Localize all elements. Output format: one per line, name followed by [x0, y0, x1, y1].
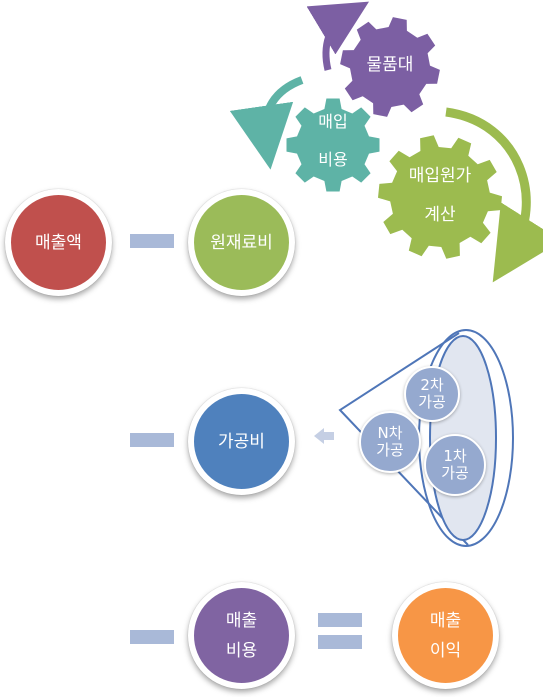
equals-operator-bottom [318, 635, 362, 649]
gear-green-shape [378, 135, 502, 259]
processing-cost-label: 가공비 [218, 431, 265, 452]
sales-circle: 매출액 [5, 189, 112, 296]
purple-cycle-arrow [306, 1, 369, 71]
sales-expense-circle: 매출 비용 [188, 582, 295, 689]
sales-profit-label-1: 매출 [429, 610, 462, 631]
teal-gear-label-2: 비용 [318, 150, 347, 169]
sales-profit-circle: 매출 이익 [392, 582, 499, 689]
purple-gear-label: 물품대 [367, 55, 414, 75]
processing-cost-circle: 가공비 [188, 388, 295, 495]
minus-operator [130, 630, 174, 644]
sales-expense-label-1: 매출 [225, 610, 258, 631]
funnel-item-1st: 1차 가공 [424, 434, 486, 496]
teal-gear-label-1: 매입 [318, 112, 347, 131]
green-gear-label-1: 매입원가 [409, 166, 472, 186]
teal-gear [286, 98, 380, 192]
sales-expense-label-2: 비용 [225, 640, 258, 661]
green-gear-label-2: 계산 [424, 205, 456, 225]
equals-operator-top [318, 613, 362, 627]
gear-teal-shape [286, 98, 380, 192]
gear-purple-shape [340, 17, 440, 117]
funnel-item-2nd: 2차 가공 [404, 366, 460, 422]
minus-operator [130, 234, 174, 248]
funnel-cone [338, 332, 469, 546]
teal-cycle-arrow [229, 76, 304, 170]
funnel-item-nth: N차 가공 [359, 411, 421, 473]
left-arrow-icon [314, 428, 334, 444]
purple-gear [340, 17, 440, 117]
sales-label: 매출액 [35, 232, 82, 253]
green-gear [378, 135, 502, 259]
minus-operator [130, 433, 174, 447]
material-cost-circle: 원재료비 [188, 189, 295, 296]
sales-profit-label-2: 이익 [429, 640, 462, 661]
green-cycle-arrow [445, 107, 543, 283]
material-cost-label: 원재료비 [210, 232, 273, 253]
